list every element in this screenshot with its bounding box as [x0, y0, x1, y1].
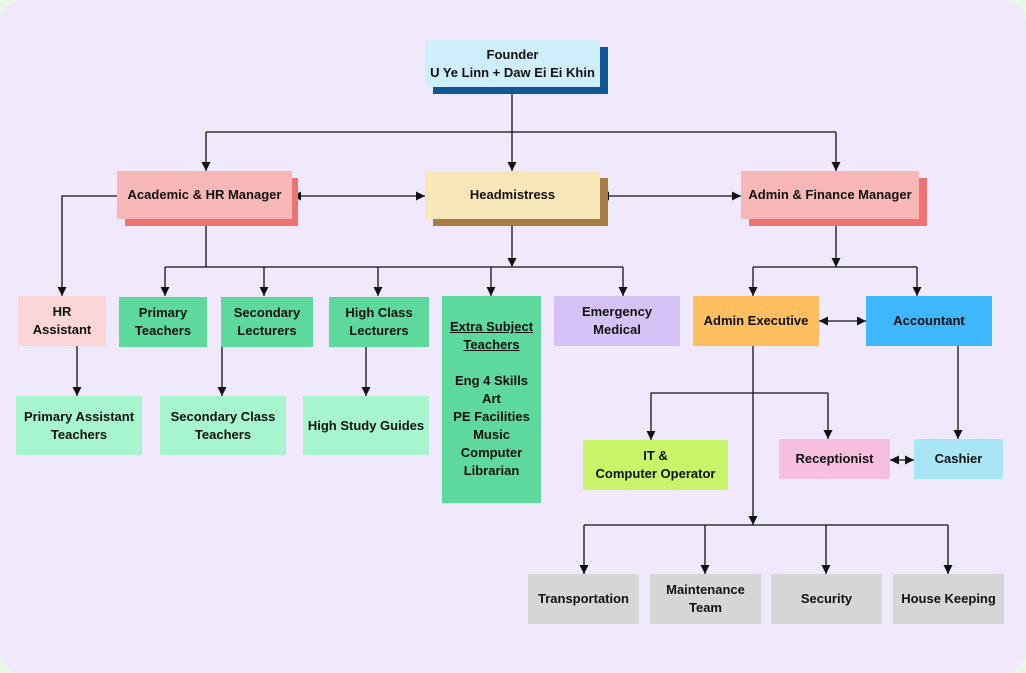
academic-hr-manager-label: Academic & HR Manager: [127, 187, 282, 202]
maintenance-team-line1: Maintenance: [666, 582, 745, 597]
primary-assistant-teachers-node: Primary Assistant Teachers: [16, 396, 142, 455]
hr-assistant-line1: HR: [52, 304, 72, 319]
secondary-lecturers-line1: Secondary: [233, 305, 301, 320]
security-node: Security: [771, 574, 882, 624]
primary-teachers-line1: Primary: [138, 305, 188, 320]
it-computer-operator-line1: IT &: [643, 448, 668, 463]
admin-executive-label: Admin Executive: [703, 313, 809, 328]
accountant-label: Accountant: [893, 313, 965, 328]
house-keeping-node: House Keeping: [893, 574, 1004, 624]
admin-executive-node: Admin Executive: [693, 296, 819, 346]
hr-assistant-line2: Assistant: [32, 322, 92, 337]
maintenance-team-node: Maintenance Team: [650, 574, 761, 624]
high-study-guides-node: High Study Guides: [303, 396, 429, 455]
transportation-label: Transportation: [537, 591, 629, 606]
high-class-lecturers-line1: High Class: [345, 305, 413, 320]
secondary-lecturers-line2: Lecturers: [237, 323, 297, 338]
academic-hr-manager-node: Academic & HR Manager: [117, 171, 292, 219]
extra-subject-item: Eng 4 Skills: [455, 373, 528, 388]
admin-finance-manager-label: Admin & Finance Manager: [748, 187, 912, 202]
maintenance-team-line2: Team: [689, 600, 722, 615]
secondary-class-teachers-line2: Teachers: [194, 426, 252, 442]
secondary-class-teachers-node: Secondary Class Teachers: [160, 396, 286, 455]
receptionist-label: Receptionist: [795, 451, 874, 466]
headmistress-label: Headmistress: [469, 187, 556, 202]
it-computer-operator-node: IT & Computer Operator: [583, 440, 728, 490]
founder-title: Founder: [486, 46, 539, 62]
high-study-guides-label: High Study Guides: [307, 417, 425, 433]
it-computer-operator-line2: Computer Operator: [595, 466, 716, 481]
emergency-medical-line2: Medical: [593, 322, 641, 337]
high-class-lecturers-line2: Lecturers: [349, 323, 409, 338]
cashier-node: Cashier: [914, 439, 1003, 479]
receptionist-node: Receptionist: [779, 439, 890, 479]
transportation-node: Transportation: [528, 574, 639, 624]
emergency-medical-node: Emergency Medical: [554, 296, 680, 346]
headmistress-node: Headmistress: [425, 171, 600, 219]
founder-names: U Ye Linn + Daw Ei Ei Khin: [430, 64, 595, 80]
emergency-medical-line1: Emergency: [581, 304, 653, 319]
connector-line: [57, 195, 117, 296]
security-label: Security: [800, 591, 853, 606]
extra-subject-item: Librarian: [463, 463, 520, 478]
secondary-lecturers-node: Secondary Lecturers: [221, 297, 313, 347]
accountant-node: Accountant: [866, 296, 992, 346]
admin-finance-manager-node: Admin & Finance Manager: [741, 171, 919, 219]
extra-subject-item: Music: [473, 427, 510, 442]
extra-subject-item: Art: [482, 391, 501, 406]
primary-assistant-teachers-line1: Primary Assistant: [23, 408, 135, 424]
primary-teachers-node: Primary Teachers: [119, 297, 207, 347]
extra-subject-item: PE Facilities: [453, 409, 530, 424]
extra-subject-teachers-line2: Teachers: [463, 337, 520, 352]
house-keeping-label: House Keeping: [901, 591, 996, 606]
extra-subject-teachers-node: Extra Subject Teachers Eng 4 Skills Art …: [442, 296, 541, 503]
extra-subject-teachers-line1: Extra Subject: [449, 319, 534, 334]
extra-subject-item: Computer: [460, 445, 523, 460]
hr-assistant-node: HR Assistant: [18, 296, 106, 346]
secondary-class-teachers-line1: Secondary Class: [170, 408, 276, 424]
primary-teachers-line2: Teachers: [134, 323, 192, 338]
high-class-lecturers-node: High Class Lecturers: [329, 297, 429, 347]
cashier-label: Cashier: [934, 451, 983, 466]
founder-node: Founder U Ye Linn + Daw Ei Ei Khin: [425, 40, 600, 87]
primary-assistant-teachers-line2: Teachers: [50, 426, 108, 442]
